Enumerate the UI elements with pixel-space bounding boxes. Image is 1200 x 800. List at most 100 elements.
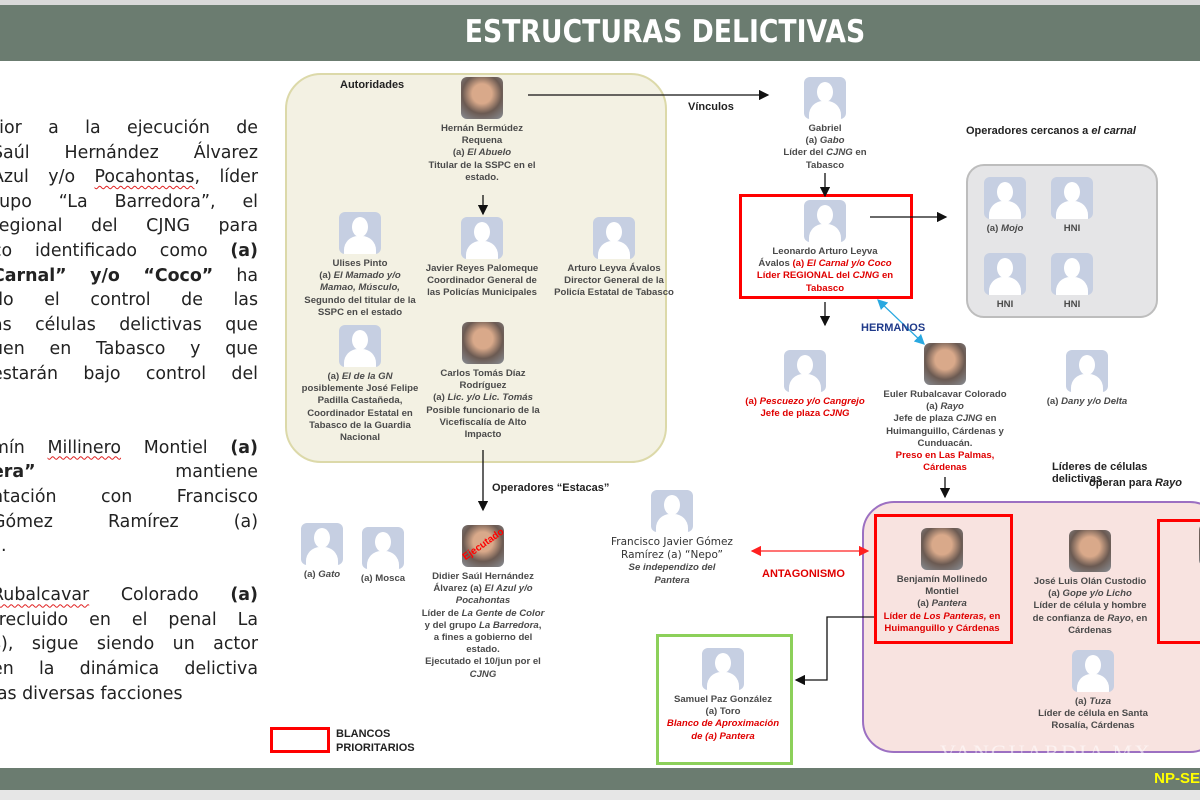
- person-text: (a) Mosca: [360, 573, 406, 584]
- person-text: Huimanguillo, Cárdenas y: [886, 425, 1004, 437]
- person-text: Líder del: [783, 147, 827, 159]
- person-text: las Policías Municipales: [427, 287, 537, 299]
- person-text-line: Samuel Paz González: [658, 694, 788, 706]
- text-segment: Colorado: [89, 585, 231, 606]
- text-line: Azul y/o Pocahontas, líder: [0, 165, 258, 190]
- silhouette-head: [1085, 655, 1101, 675]
- person-text: Posible funcionario de la: [426, 404, 540, 416]
- person-text-line: Nacional: [295, 432, 425, 444]
- person-text: Álvarez (a): [433, 583, 485, 595]
- text-segment: Carnal” y/o “Coco”: [0, 265, 214, 286]
- text-segment: era”: [0, 462, 36, 483]
- person-text: Didier Saúl Hernández: [432, 571, 534, 582]
- person-text: de (a) Pantera: [691, 730, 755, 742]
- person-text-line: Cárdenas: [1020, 625, 1160, 637]
- priority-target-box: [874, 514, 1013, 644]
- text-segment: Saúl Hernández Álvarez: [0, 142, 258, 163]
- person-text: El Carnal y/o Coco: [806, 258, 892, 270]
- approach-target-box: [656, 634, 793, 765]
- text-segment: (a): [230, 240, 258, 261]
- person-text-line: Requena: [407, 135, 557, 147]
- person-text-line: Tabasco: [740, 283, 910, 295]
- person-text: Lic. y/o Lic. Tomás: [447, 392, 533, 404]
- person-text: Ulises Pinto: [332, 258, 388, 269]
- person-text: Pocahontas: [455, 595, 511, 607]
- silhouette-head: [606, 222, 622, 242]
- person-text-line: Álvarez (a) El Azul y/o: [416, 583, 551, 595]
- text-segment: uen en Tabasco y que: [0, 339, 258, 360]
- text-segment: ”.: [0, 536, 7, 557]
- silhouette-head: [817, 82, 833, 102]
- silhouette-body: [789, 374, 821, 392]
- silhouette-head: [314, 528, 330, 548]
- person-text-line: Leonardo Arturo Leyva: [740, 246, 910, 258]
- person-text: Ramírez (a) “Nepo”: [621, 549, 723, 562]
- footer-strip: [0, 790, 1200, 800]
- person-node-belisario: BelisaSilvHombrede RayCRESET: [1185, 524, 1200, 631]
- person-text: Tabasco: [805, 282, 845, 294]
- person-text-line: SSPC en el estado: [295, 307, 425, 319]
- person-text: Gato: [318, 569, 341, 580]
- text-segment: (a): [230, 585, 258, 606]
- person-text-line: a fines a gobierno del: [416, 632, 551, 644]
- silhouette-head: [1064, 182, 1080, 202]
- person-text: El Abuelo: [467, 147, 512, 159]
- text-line: s), sigue siendo un actor: [0, 632, 258, 657]
- person-text-line: Ramírez (a) “Nepo”: [592, 549, 752, 562]
- avatar-placeholder-icon: [804, 200, 846, 242]
- silhouette-body: [466, 241, 498, 259]
- person-text-line: Líder REGIONAL del CJNG en: [740, 270, 910, 282]
- person-text: Ejecutado el 10/jun por el: [425, 656, 541, 668]
- person-text: El Mamado y/o: [333, 270, 401, 282]
- person-text: Director General de la: [564, 275, 664, 287]
- silhouette-head: [352, 217, 368, 237]
- silhouette-body: [306, 547, 338, 565]
- text-segment: do el control de las: [0, 290, 258, 311]
- person-text-line: Huimanguillo, Cárdenas y: [870, 426, 1020, 438]
- text-line: las diversas facciones: [0, 682, 258, 707]
- avatar-placeholder-icon: [461, 217, 503, 259]
- label-hermanos: HERMANOS: [861, 322, 926, 334]
- person-text-line: (a) El Mamado y/o: [295, 270, 425, 282]
- text-line: as células delictivas que: [0, 313, 258, 338]
- person-text: en: [879, 270, 894, 282]
- authorities-group: [285, 73, 667, 463]
- person-photo: [461, 77, 503, 119]
- person-text: Javier Reyes Palomeque: [425, 263, 539, 274]
- text-segment: (recluido en el penal La: [0, 609, 258, 630]
- person-text: Cunduacán.: [917, 437, 973, 449]
- avatar-placeholder-icon: [1051, 253, 1093, 295]
- person-text: Los Panteras,: [923, 610, 987, 622]
- person-text-line: estado.: [407, 172, 557, 184]
- person-text-line: (a) Mojo: [975, 223, 1035, 235]
- avatar-placeholder-icon: [784, 350, 826, 392]
- avatar-placeholder-icon: [1066, 350, 1108, 392]
- person-node-jose: José Luis Olán Custodio(a) Gope y/o Lich…: [1020, 530, 1160, 637]
- person-text: CJNG: [469, 668, 497, 680]
- text-line: Gómez Ramírez (a): [0, 510, 258, 535]
- person-text: CJNG: [955, 413, 983, 425]
- person-text-line: Rosalía, Cárdenas: [1028, 720, 1158, 732]
- person-text: Nacional: [340, 432, 380, 444]
- top-border: [0, 0, 1200, 5]
- person-text-line: Tabasco: [760, 160, 890, 172]
- text-line: estarán bajo control del: [0, 362, 258, 387]
- person-text-line: Silv: [1185, 582, 1200, 594]
- person-text: José Luis Olán Custodio: [1033, 576, 1147, 587]
- person-node-gato: (a) Gato: [292, 523, 352, 581]
- person-node-dany: (a) Dany y/o Delta: [1027, 350, 1147, 408]
- person-text: Benjamín Mollinedo: [896, 574, 988, 585]
- person-text-line: Euler Rubalcavar Colorado: [870, 389, 1020, 401]
- legend-swatch: [270, 727, 330, 753]
- person-text-line: Cárdenas: [870, 462, 1020, 474]
- person-text-line: y del grupo La Barredora,: [416, 620, 551, 632]
- person-text: Tabasco: [805, 159, 845, 171]
- person-text: (a): [926, 401, 941, 413]
- person-text: de confianza de: [1032, 612, 1108, 624]
- person-node-mosca: (a) Mosca: [353, 527, 413, 585]
- person-text-line: (a) Lic. y/o Lic. Tomás: [416, 392, 551, 404]
